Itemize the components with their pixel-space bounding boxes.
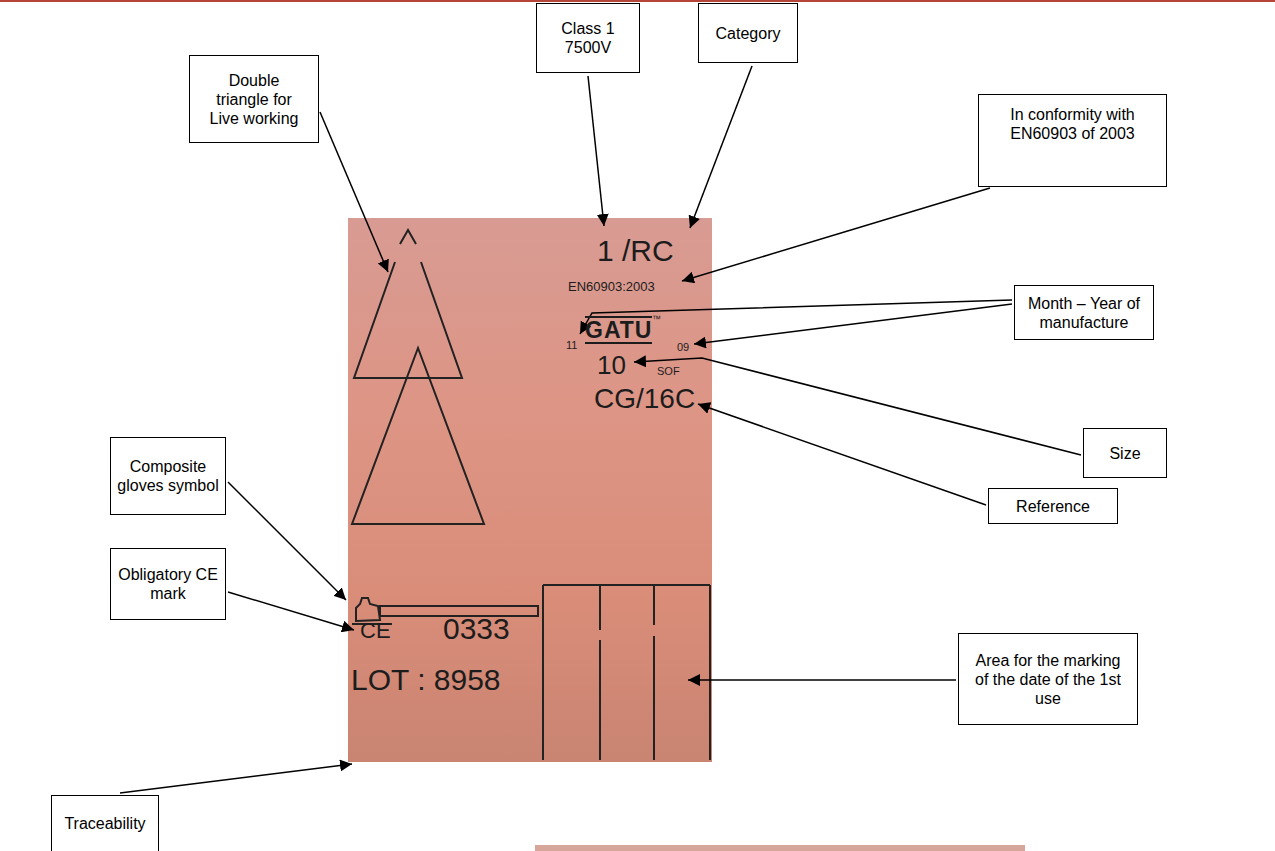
month-mark: 11 xyxy=(566,340,577,351)
callout-box: Composite gloves symbol xyxy=(110,437,226,515)
text-holder: Traceability xyxy=(64,814,145,833)
grid-top xyxy=(543,584,710,586)
leader-arrow xyxy=(688,679,956,681)
glove-outline xyxy=(356,598,380,621)
text-holder: Category xyxy=(716,24,781,43)
callout-text: Reference xyxy=(1016,497,1090,516)
trademark-sign: ™ xyxy=(652,315,661,324)
text-holder: Class 1 7500V xyxy=(553,19,623,57)
callout-text: Size xyxy=(1109,444,1140,463)
leader-arrow xyxy=(228,482,346,600)
leader-arrow xyxy=(228,592,354,630)
upper-triangle xyxy=(354,262,462,378)
double-triangle-symbol xyxy=(352,230,484,524)
size-suffix: SOF xyxy=(657,366,680,377)
photo-strip xyxy=(535,845,1025,851)
callout-box: Double triangle for Live working xyxy=(189,55,319,143)
callout-text: Month – Year of manufacture xyxy=(1021,294,1147,332)
grid-divider xyxy=(653,636,655,760)
callout-text: Composite gloves symbol xyxy=(115,457,221,495)
text-holder: Reference xyxy=(1016,497,1090,516)
text-holder: Composite gloves symbol xyxy=(115,457,221,495)
lower-triangle xyxy=(352,348,484,524)
text-holder: Month – Year of manufacture xyxy=(1021,294,1147,332)
leader-arrow xyxy=(698,404,986,505)
leader-arrow xyxy=(690,66,752,228)
grid-divider xyxy=(653,585,655,625)
callout-box: Reference xyxy=(988,488,1118,524)
reference-mark: CG/16C xyxy=(594,385,695,413)
callout-box: In conformity with EN60903 of 2003 xyxy=(978,94,1167,187)
grid-left xyxy=(542,585,544,760)
notified-body-number: 0333 xyxy=(443,614,510,644)
grid-right xyxy=(709,585,711,760)
top-rule xyxy=(0,0,1275,2)
text-holder: Area for the marking of the date of the … xyxy=(972,651,1124,708)
text-holder: Double triangle for Live working xyxy=(202,71,306,128)
grid-divider xyxy=(599,640,601,760)
grid-divider xyxy=(599,585,601,630)
standard-mark: EN60903:2003 xyxy=(568,280,655,293)
callout-text: Category xyxy=(716,24,781,43)
callout-text: In conformity with EN60903 of 2003 xyxy=(993,105,1153,143)
triangle-apex xyxy=(400,230,416,244)
callout-text: Traceability xyxy=(64,814,145,833)
date-grid xyxy=(543,585,710,760)
leader-arrow xyxy=(634,358,1081,455)
text-holder: In conformity with EN60903 of 2003 xyxy=(993,105,1153,143)
ce-mark: CE xyxy=(360,620,391,642)
leader-arrow xyxy=(120,764,352,793)
brand-logo: GATU xyxy=(585,316,652,344)
lot-number: LOT : 8958 xyxy=(351,665,501,695)
class-category-mark: 1 /RC xyxy=(597,236,674,266)
year-mark: 09 xyxy=(677,342,689,353)
leader-lines xyxy=(120,66,1081,793)
text-holder: Obligatory CE mark xyxy=(115,565,221,603)
callout-text: Double triangle for Live working xyxy=(202,71,306,128)
callout-box: Size xyxy=(1083,428,1167,478)
callout-text: Area for the marking of the date of the … xyxy=(972,651,1124,708)
callout-box: Area for the marking of the date of the … xyxy=(958,633,1138,725)
leader-arrow xyxy=(588,76,604,226)
callout-box: Month – Year of manufacture xyxy=(1014,285,1154,340)
leader-arrow xyxy=(694,304,1012,344)
callout-text: Obligatory CE mark xyxy=(115,565,221,603)
text-holder: Size xyxy=(1109,444,1140,463)
callout-box: Obligatory CE mark xyxy=(110,548,226,620)
callout-box: Category xyxy=(698,3,798,63)
leader-arrow xyxy=(320,112,388,272)
size-mark: 10 xyxy=(597,352,626,378)
callout-text: Class 1 7500V xyxy=(553,19,623,57)
callout-box: Class 1 7500V xyxy=(536,3,640,73)
leader-arrow xyxy=(682,188,990,281)
callout-box: Traceability xyxy=(51,795,159,851)
